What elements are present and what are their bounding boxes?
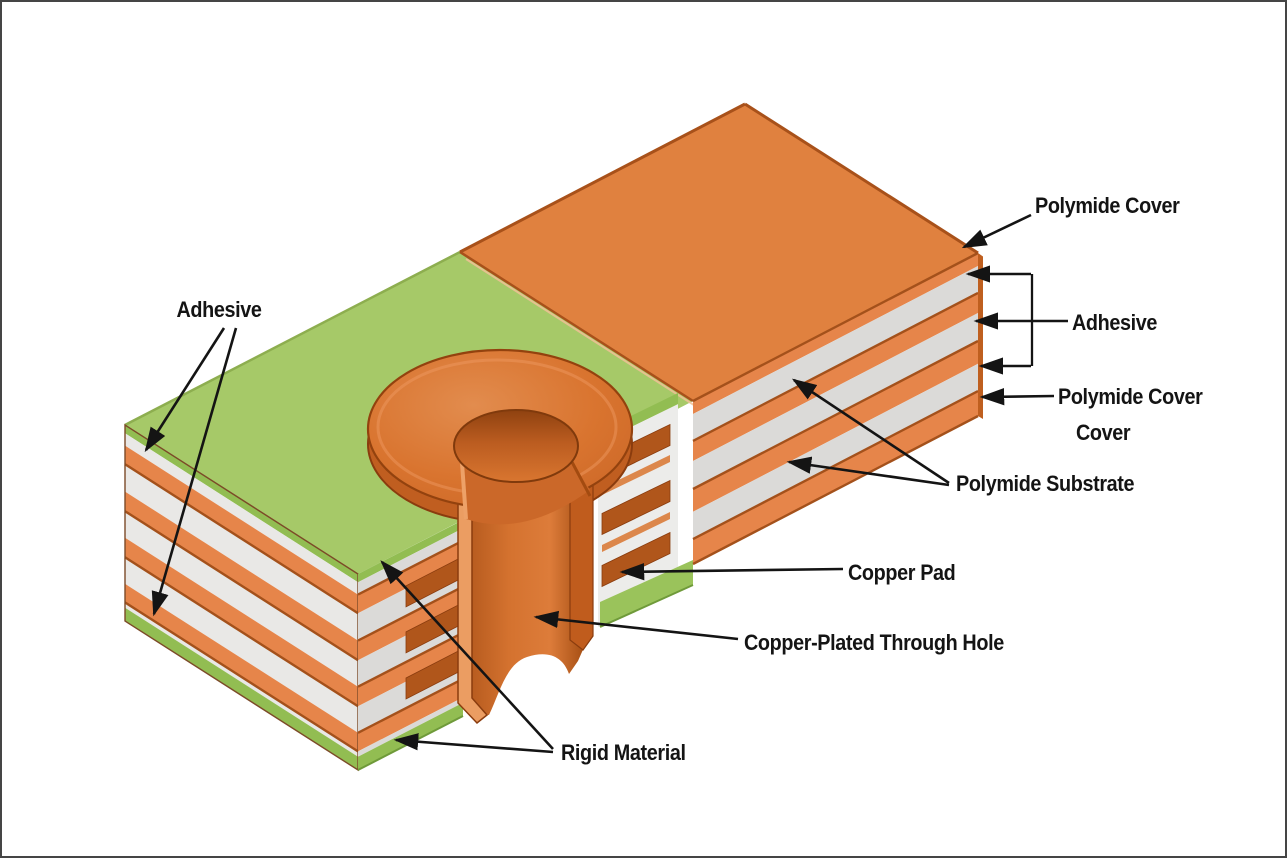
flex-cover-split-highlight [465,258,698,408]
copper-line [692,390,979,541]
bore-opening [453,409,579,483]
copper-line [692,291,979,442]
copper-line [692,251,979,403]
polymide-layer [125,583,358,752]
label-adhesive-left: Adhesive [176,298,261,322]
label-copper-pad: Copper Pad [848,561,955,585]
rigid-green-bottom-tab [600,560,693,627]
label-polymide-cover-top: Polymide Cover [1035,194,1180,218]
polymide-substrate-layer [693,292,978,461]
copper-line [357,539,464,596]
polymide-layer [358,632,463,707]
leader-through-hole [533,610,739,641]
green-tab-edge [599,584,694,628]
polymide-thin-stripe [602,455,670,495]
adhesive-layer [693,363,978,540]
rigid-front-face [357,520,464,771]
adhesive-green-layer [125,425,358,583]
label-cover-sub: Cover [1076,421,1130,445]
leader-rigid-1 [380,560,554,750]
adhesive-layer [693,313,978,489]
notch-lip-edge-right [570,461,592,497]
polymide-layer [125,537,358,707]
polymide-layer [358,540,463,614]
leader-polymide-cover-top [961,213,1032,249]
flex-front-face [692,251,983,566]
flex-cover-split-edge [459,250,694,403]
adhesive-layer [693,266,978,441]
left-end-face [124,423,359,772]
copper-line [692,339,979,491]
annotations: Adhesive Polymide Cover Adhesive Polymid… [144,194,1203,765]
adhesive-layer [125,511,358,687]
polymide-layer [358,586,463,661]
flex-bottom-edge [692,414,979,566]
label-adhesive-right: Adhesive [1072,311,1157,335]
polymide-cover-layer [693,253,978,414]
polymide-layer [125,491,358,661]
flex-cover-edge-right [744,102,979,255]
copper-line [357,585,464,642]
label-polymide-cover-bottom: Polymide Cover [1058,385,1203,409]
polymide-cover-layer [693,391,978,564]
rigid-green-layer [125,607,358,770]
adhesive-layer [125,557,358,733]
adhesive-layer [125,433,358,595]
polymide-thin-stripe [602,512,670,552]
leader-polymide-cover-bottom [979,388,1055,406]
through-hole [366,348,634,725]
leader-substrate-2 [786,456,950,487]
leader-substrate-1 [791,378,950,485]
copper-line [357,631,464,688]
copper-pad-bar [601,479,671,536]
polymide-substrate-layer [693,341,978,512]
flex-end-edge [978,253,983,419]
flex-cover-edge-left [459,102,746,254]
leader-rigid-2 [393,733,554,754]
copper-line [124,601,359,753]
leader-copper-pad [619,563,844,581]
copper-line [357,677,464,734]
notch-lip-edge-left [460,462,468,520]
label-through-hole: Copper-Plated Through Hole [744,631,1004,655]
copper-pad-bar [601,531,671,588]
label-polymide-substrate: Polymide Substrate [956,472,1134,496]
copper-line [124,510,359,662]
leader-adhesive-left-1 [144,327,226,453]
label-rigid-material: Rigid Material [561,741,686,765]
copper-line [124,463,359,615]
polymide-layer [358,678,463,752]
adhesive-layer [358,697,463,757]
polymide-layer [125,445,358,614]
leader-adhesive-left-2 [151,327,238,617]
flex-cover-top-surface [460,104,978,401]
